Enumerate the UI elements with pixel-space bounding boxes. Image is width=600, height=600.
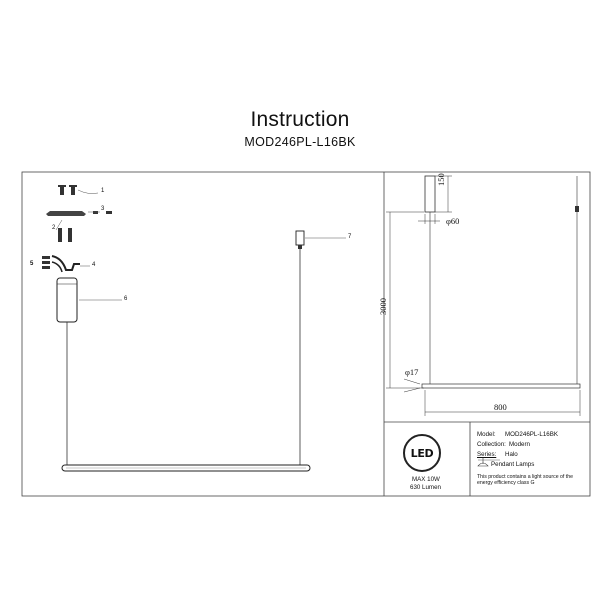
callout-5: 5 — [30, 261, 34, 267]
drawing-frame — [21, 171, 591, 497]
callout-4: 4 — [92, 262, 96, 268]
mounting-bracket-icon — [46, 211, 112, 216]
spec-collection-label: Collection: — [477, 441, 506, 448]
wall-anchor-icon — [58, 228, 72, 242]
dim-ceiling-clip — [575, 206, 579, 212]
spec-model-label: Model: — [477, 431, 496, 438]
spec-series-label: Series: — [477, 451, 497, 458]
spec-lumen: 630 Lumen — [410, 484, 441, 491]
page-title: Instruction — [250, 108, 350, 131]
pendant-lamp-icon — [477, 458, 489, 467]
callout-7: 7 — [348, 234, 352, 240]
dim-label-150: 150 — [436, 173, 446, 186]
model-code: MOD246PL-L16BK — [244, 135, 356, 149]
spec-note: This product contains a light source of … — [477, 474, 574, 486]
screw-icon — [58, 185, 77, 195]
canopy-cylinder-icon — [56, 277, 78, 323]
spec-series-value: Halo — [505, 451, 518, 458]
dim-label-17: φ17 — [405, 367, 419, 377]
ceiling-attachment-icon — [295, 230, 305, 249]
dim-line-17 — [403, 378, 421, 385]
spec-power: MAX 10W — [412, 476, 440, 483]
callout-1: 1 — [101, 188, 105, 194]
terminal-block-icon — [42, 255, 80, 273]
dim-canopy — [424, 175, 436, 213]
callout-2: 2 — [52, 225, 56, 231]
dim-bar — [421, 383, 581, 389]
spec-model-value: MOD246PL-L16BK — [505, 431, 558, 438]
light-bar — [61, 464, 311, 472]
callout-line-2 — [55, 219, 63, 231]
spec-collection-value: Modern — [509, 441, 530, 448]
dim-label-3000: 3000 — [378, 298, 388, 315]
callout-line-1 — [77, 189, 99, 194]
dim-label-800: 800 — [494, 402, 507, 412]
callout-6: 6 — [124, 296, 128, 302]
spec-type-value: Pendant Lamps — [491, 461, 535, 468]
dim-label-60: φ60 — [446, 216, 460, 226]
led-logo: LED — [403, 434, 441, 472]
callout-3: 3 — [101, 206, 105, 212]
